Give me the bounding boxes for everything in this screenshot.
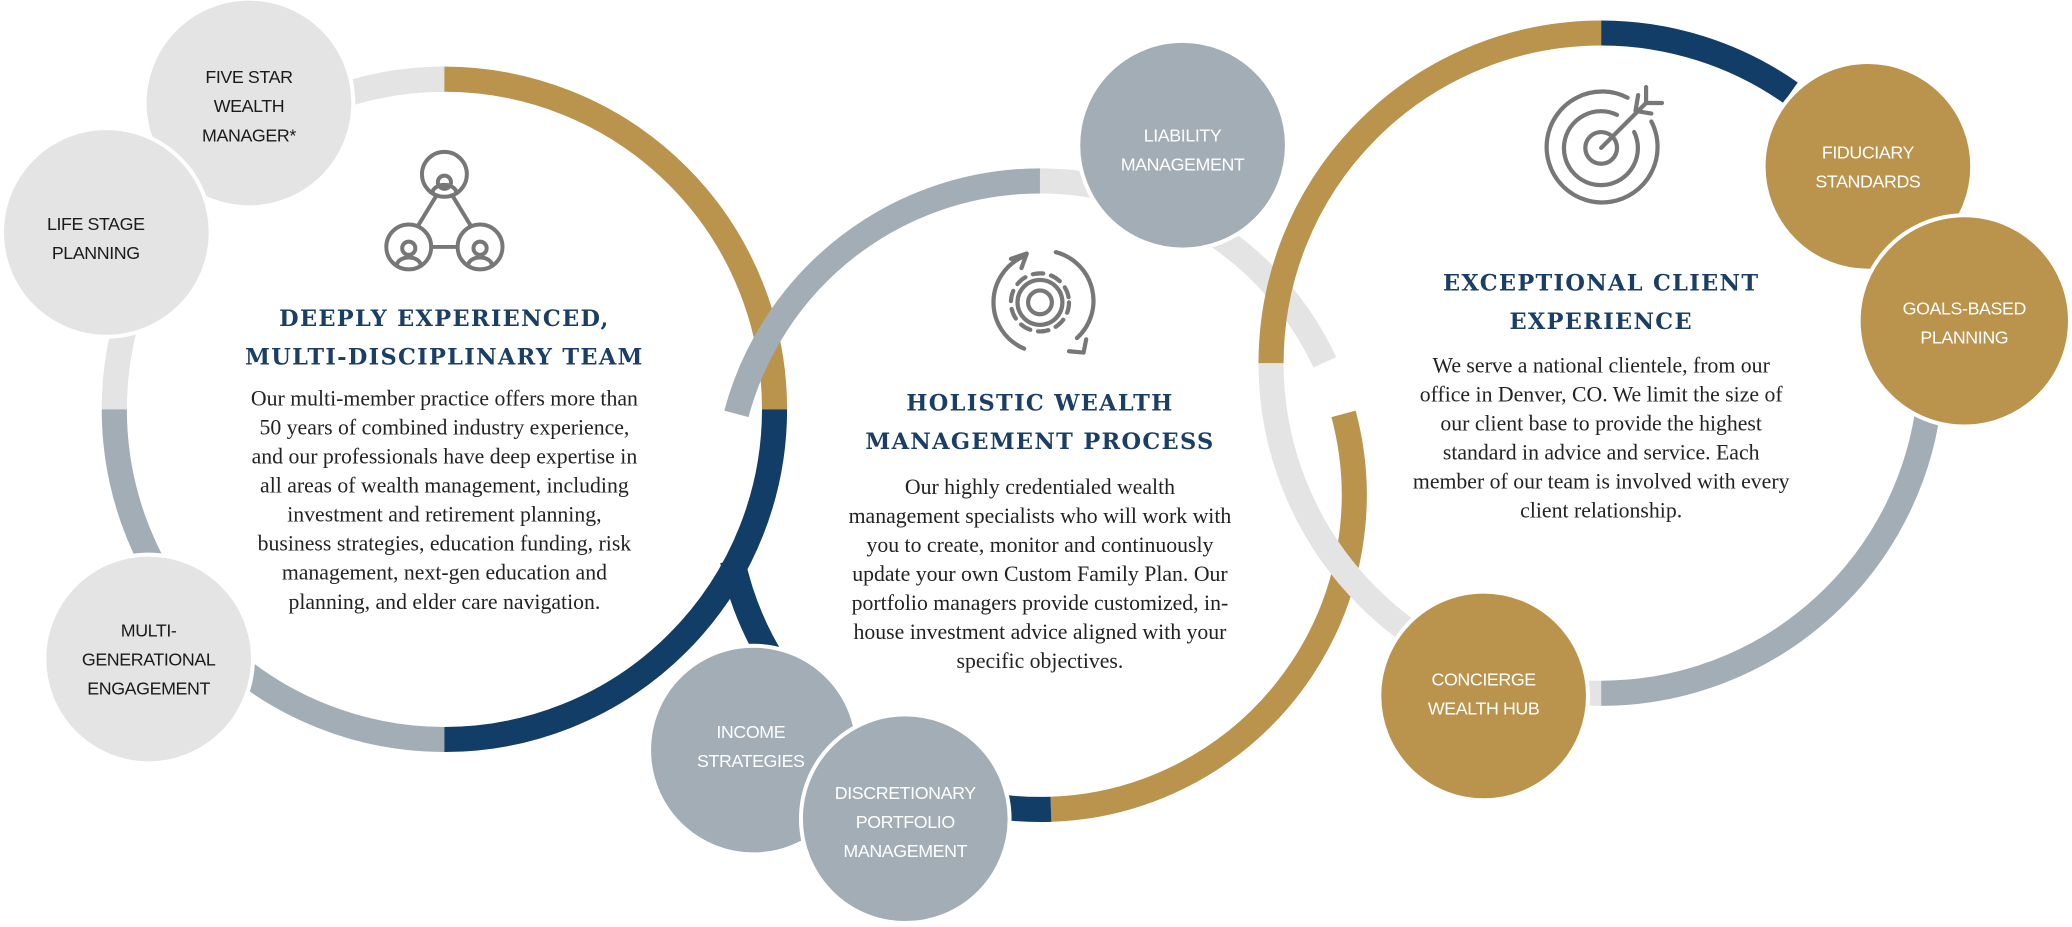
- section-body-line: portfolio managers provide customized, i…: [852, 591, 1229, 615]
- bubble-label: MULTI-: [121, 620, 177, 640]
- bubble-five-star: FIVE STAR WEALTH MANAGER*: [142, 0, 356, 210]
- team-network-icon: [384, 149, 505, 272]
- section-body-line: all areas of wealth management, includin…: [260, 474, 629, 498]
- bubble-label: INCOME: [716, 722, 785, 742]
- bubble-label: WEALTH: [214, 96, 285, 116]
- bubble-label: ENGAGEMENT: [87, 679, 210, 699]
- section-body-line: client relationship.: [1520, 499, 1682, 523]
- section-body-line: member of our team is involved with ever…: [1413, 470, 1790, 494]
- section-body-line: management specialists who will work wit…: [849, 504, 1232, 528]
- bubble-concierge: CONCIERGE WEALTH HUB: [1377, 589, 1590, 803]
- bubble-label: PLANNING: [1920, 327, 2008, 347]
- section-body-line: business strategies, education funding, …: [258, 532, 632, 556]
- section-body-line: We serve a national clientele, from our: [1433, 353, 1771, 377]
- section-body-line: standard in advice and service. Each: [1443, 441, 1760, 465]
- section-heading: MULTI-DISCIPLINARY TEAM: [245, 344, 644, 370]
- section-heading: DEEPLY EXPERIENCED,: [279, 306, 609, 332]
- bubble-life-stage: LIFE STAGE PLANNING: [0, 126, 213, 339]
- section-body-line: our client base to provide the highest: [1440, 411, 1762, 435]
- bubble-multi-generational: MULTI- GENERATIONAL ENGAGEMENT: [42, 552, 255, 766]
- bubble-discretionary: DISCRETIONARY PORTFOLIO MANAGEMENT: [798, 712, 1012, 926]
- bubble-label: MANAGEMENT: [843, 841, 967, 861]
- bubble-label: FIDUCIARY: [1822, 142, 1915, 162]
- bubble-fiduciary: FIDUCIARY STANDARDS: [1761, 60, 1975, 273]
- section-heading: EXPERIENCE: [1509, 309, 1692, 335]
- ring-segment-navy: [444, 409, 788, 753]
- bubble-label: DISCRETIONARY: [835, 783, 977, 803]
- bubble-label: PLANNING: [52, 243, 140, 263]
- section-body-line: you to create, monitor and continuously: [866, 533, 1213, 557]
- bubble-label: LIABILITY: [1144, 125, 1222, 145]
- ring-segment-gray: [724, 168, 1040, 418]
- bubble-label: STANDARDS: [1815, 172, 1920, 192]
- section-body-line: house investment advice aligned with you…: [853, 620, 1227, 644]
- bubble-label: LIFE STAGE: [47, 214, 145, 234]
- ring-segment-gray: [1601, 390, 1943, 706]
- section-team: DEEPLY EXPERIENCED, MULTI-DISCIPLINARY T…: [245, 306, 644, 614]
- gear-cycle-icon: [991, 250, 1096, 355]
- section-body-line: 50 years of combined industry experience…: [259, 415, 629, 439]
- bubble-label: GOALS-BASED: [1903, 298, 2027, 318]
- section-body-line: office in Denver, CO. We limit the size …: [1420, 382, 1784, 406]
- section-heading: MANAGEMENT PROCESS: [865, 429, 1214, 455]
- section-body-line: Our highly credentialed wealth: [905, 475, 1175, 499]
- section-body-line: planning, and elder care navigation.: [288, 590, 600, 614]
- section-heading: HOLISTIC WEALTH: [906, 391, 1173, 417]
- target-arrow-icon: [1544, 85, 1665, 205]
- section-body-line: management, next-gen education and: [282, 561, 607, 585]
- section-body-line: update your own Custom Family Plan. Our: [852, 562, 1228, 586]
- bubble-label: GENERATIONAL: [82, 650, 216, 670]
- bubble-label: MANAGEMENT: [1121, 154, 1245, 174]
- bubble-label: PORTFOLIO: [856, 812, 955, 832]
- bubble-label: STRATEGIES: [697, 751, 805, 771]
- section-process: HOLISTIC WEALTH MANAGEMENT PROCESS Our h…: [849, 391, 1232, 673]
- bubble-label: MANAGER*: [202, 125, 296, 145]
- section-body-line: and our professionals have deep expertis…: [252, 445, 638, 469]
- ring-segment-gold: [1258, 20, 1602, 364]
- bubble-label: CONCIERGE: [1431, 669, 1536, 689]
- ring-segment-gold: [1050, 410, 1367, 822]
- bubble-liability: LIABILITY MANAGEMENT: [1076, 38, 1289, 252]
- section-body-line: Our multi-member practice offers more th…: [251, 386, 638, 410]
- ring-segment-navy: [1601, 20, 1798, 104]
- section-body-line: investment and retirement planning,: [287, 503, 601, 527]
- bubble-label: WEALTH HUB: [1428, 698, 1540, 718]
- section-body-line: specific objectives.: [957, 649, 1124, 673]
- section-experience: EXCEPTIONAL CLIENT EXPERIENCE We serve a…: [1413, 271, 1790, 523]
- bubble-goals: GOALS-BASED PLANNING: [1856, 213, 2072, 429]
- section-heading: EXCEPTIONAL CLIENT: [1443, 271, 1759, 297]
- bubble-label: FIVE STAR: [205, 67, 293, 87]
